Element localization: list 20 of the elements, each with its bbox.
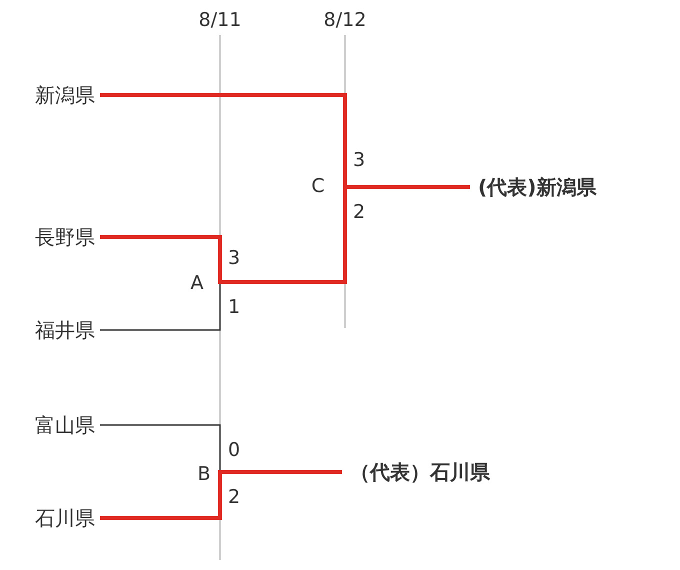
team-name: 新潟県 xyxy=(35,83,95,107)
team-name: 石川県 xyxy=(35,506,95,530)
score-label: 3 xyxy=(352,148,366,172)
team-name: 長野県 xyxy=(35,225,95,249)
score-label: 3 xyxy=(228,246,240,270)
score-label: 0 xyxy=(228,438,240,462)
team-name: 富山県 xyxy=(35,413,95,437)
score-label: 2 xyxy=(352,200,366,224)
winner-name: (代表)新潟県 xyxy=(478,175,596,199)
match-label: C xyxy=(311,174,325,198)
date-label: 8/11 xyxy=(198,8,242,32)
winner-name: （代表）石川県 xyxy=(350,460,490,484)
match-label: B xyxy=(197,462,211,486)
match-label: A xyxy=(190,271,204,295)
score-label: 1 xyxy=(228,295,240,319)
bracket-line xyxy=(100,185,470,284)
date-label: 8/12 xyxy=(324,8,366,32)
score-label: 2 xyxy=(228,485,240,509)
team-name: 福井県 xyxy=(35,318,95,342)
bracket-line xyxy=(100,470,342,520)
